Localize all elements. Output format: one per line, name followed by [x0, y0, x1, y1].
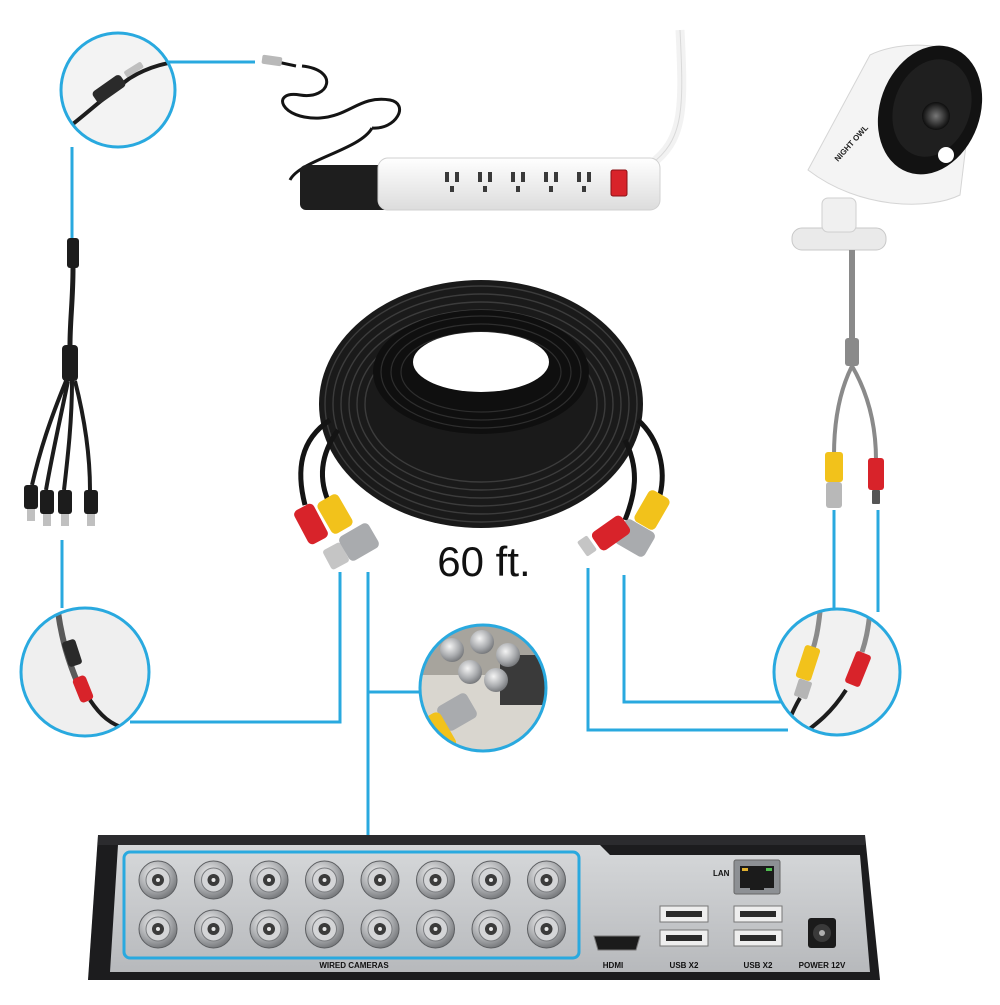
- bnc-port: [305, 909, 344, 949]
- power-connector-closeup-inset: [19, 606, 151, 738]
- power-port: [808, 918, 836, 948]
- usb-ports-2-label: USB X2: [744, 961, 773, 970]
- hdmi-port: [593, 935, 641, 951]
- power-splitter: [24, 238, 98, 526]
- line-power-to-cable: [130, 572, 342, 724]
- bnc-port: [138, 909, 178, 949]
- bnc-port: [249, 909, 289, 949]
- adapter-closeup-inset: [59, 31, 177, 149]
- bnc-port: [416, 860, 455, 900]
- bnc-connection-closeup-inset: [418, 623, 548, 753]
- usb-ports-1: [659, 905, 709, 947]
- line-right-cable-power: [586, 568, 788, 732]
- wired-cameras-label: WIRED CAMERAS: [319, 961, 389, 970]
- bnc-port: [138, 860, 178, 900]
- cable-length-label: 60 ft.: [437, 538, 530, 585]
- power-port-label: POWER 12V: [799, 961, 846, 970]
- power-strip: [377, 29, 687, 211]
- bullet-camera: NIGHT OWL: [791, 44, 983, 508]
- bnc-port: [194, 909, 233, 949]
- connector-lines: [60, 60, 880, 848]
- hdmi-port-label: HDMI: [603, 961, 623, 970]
- lan-port: [733, 859, 781, 895]
- bnc-port: [527, 909, 566, 949]
- power-switch: [610, 169, 628, 197]
- bnc-input-ports: [138, 860, 566, 949]
- bnc-port: [360, 860, 400, 900]
- line-right-cable-video: [622, 575, 784, 704]
- outlets: [445, 172, 591, 192]
- bnc-port: [194, 860, 233, 900]
- dvr-rear-panel: WIRED CAMERAS LAN HDMI USB X2: [88, 835, 880, 980]
- lan-port-label: LAN: [713, 869, 730, 878]
- bnc-port: [471, 909, 511, 949]
- usb-ports-1-label: USB X2: [670, 961, 699, 970]
- bnc-port: [416, 909, 455, 949]
- camera-connection-closeup-inset: [772, 607, 902, 737]
- bnc-port: [527, 860, 566, 900]
- bnc-port: [360, 909, 400, 949]
- bnc-port: [305, 860, 344, 900]
- usb-ports-2: [733, 905, 783, 947]
- wired-cameras-group-outline: [122, 850, 581, 960]
- bnc-port: [471, 860, 511, 900]
- siamese-cable-coil: [294, 280, 670, 570]
- bnc-port: [249, 860, 289, 900]
